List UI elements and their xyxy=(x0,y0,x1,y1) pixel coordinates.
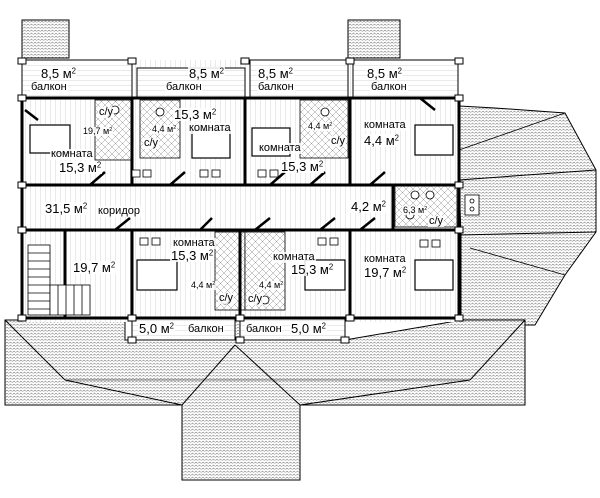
staircase xyxy=(27,244,91,316)
armchairs xyxy=(131,169,441,248)
roof-hip-right xyxy=(458,105,597,326)
log-ends xyxy=(17,57,464,344)
walls xyxy=(20,96,461,320)
roof-gable-right xyxy=(347,19,401,59)
doors xyxy=(24,97,436,231)
roof-bottom xyxy=(4,319,526,481)
roof-gable-left xyxy=(21,19,70,59)
